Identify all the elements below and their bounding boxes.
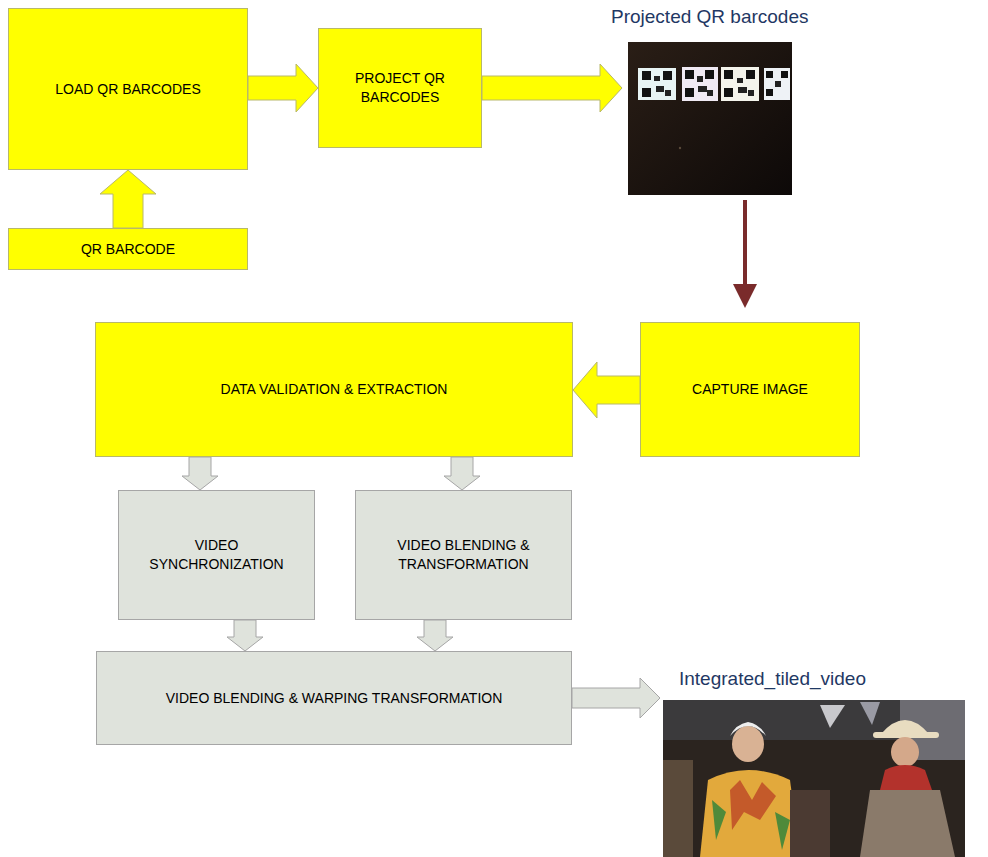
- box-label: QR BARCODE: [81, 240, 175, 259]
- capture-arrow-head: [733, 284, 757, 308]
- process-box: VIDEO SYNCHRONIZATION: [118, 490, 315, 620]
- block-arrow: [572, 678, 660, 718]
- block-arrow: [100, 170, 156, 228]
- box-label: VIDEO BLENDING & WARPING TRANSFORMATION: [166, 689, 503, 708]
- process-box: CAPTURE IMAGE: [640, 322, 860, 457]
- box-label: PROJECT QR BARCODES: [329, 69, 471, 107]
- box-label: LOAD QR BARCODES: [55, 80, 200, 99]
- block-arrow: [482, 64, 622, 112]
- box-label: CAPTURE IMAGE: [692, 380, 808, 399]
- process-box: DATA VALIDATION & EXTRACTION: [95, 322, 573, 457]
- input-box: QR BARCODE: [8, 228, 248, 270]
- capture-arrow-line: [743, 200, 747, 288]
- image-caption: Projected QR barcodes: [611, 6, 809, 28]
- image-caption: Integrated_tiled_video: [679, 668, 866, 690]
- block-arrow: [248, 64, 318, 112]
- tiled-video-photo: [663, 700, 965, 857]
- block-arrow: [444, 457, 480, 490]
- box-label: VIDEO SYNCHRONIZATION: [129, 536, 304, 574]
- box-label: VIDEO BLENDING & TRANSFORMATION: [366, 536, 561, 574]
- process-box: LOAD QR BARCODES: [8, 8, 248, 170]
- block-arrow: [417, 620, 453, 651]
- block-arrow: [227, 620, 263, 651]
- block-arrow: [573, 362, 640, 418]
- box-label: DATA VALIDATION & EXTRACTION: [221, 380, 448, 399]
- process-box: VIDEO BLENDING & WARPING TRANSFORMATION: [96, 651, 572, 745]
- process-box: PROJECT QR BARCODES: [318, 28, 482, 148]
- block-arrow: [182, 457, 218, 490]
- projected-qr-photo: [628, 42, 792, 195]
- process-box: VIDEO BLENDING & TRANSFORMATION: [355, 490, 572, 620]
